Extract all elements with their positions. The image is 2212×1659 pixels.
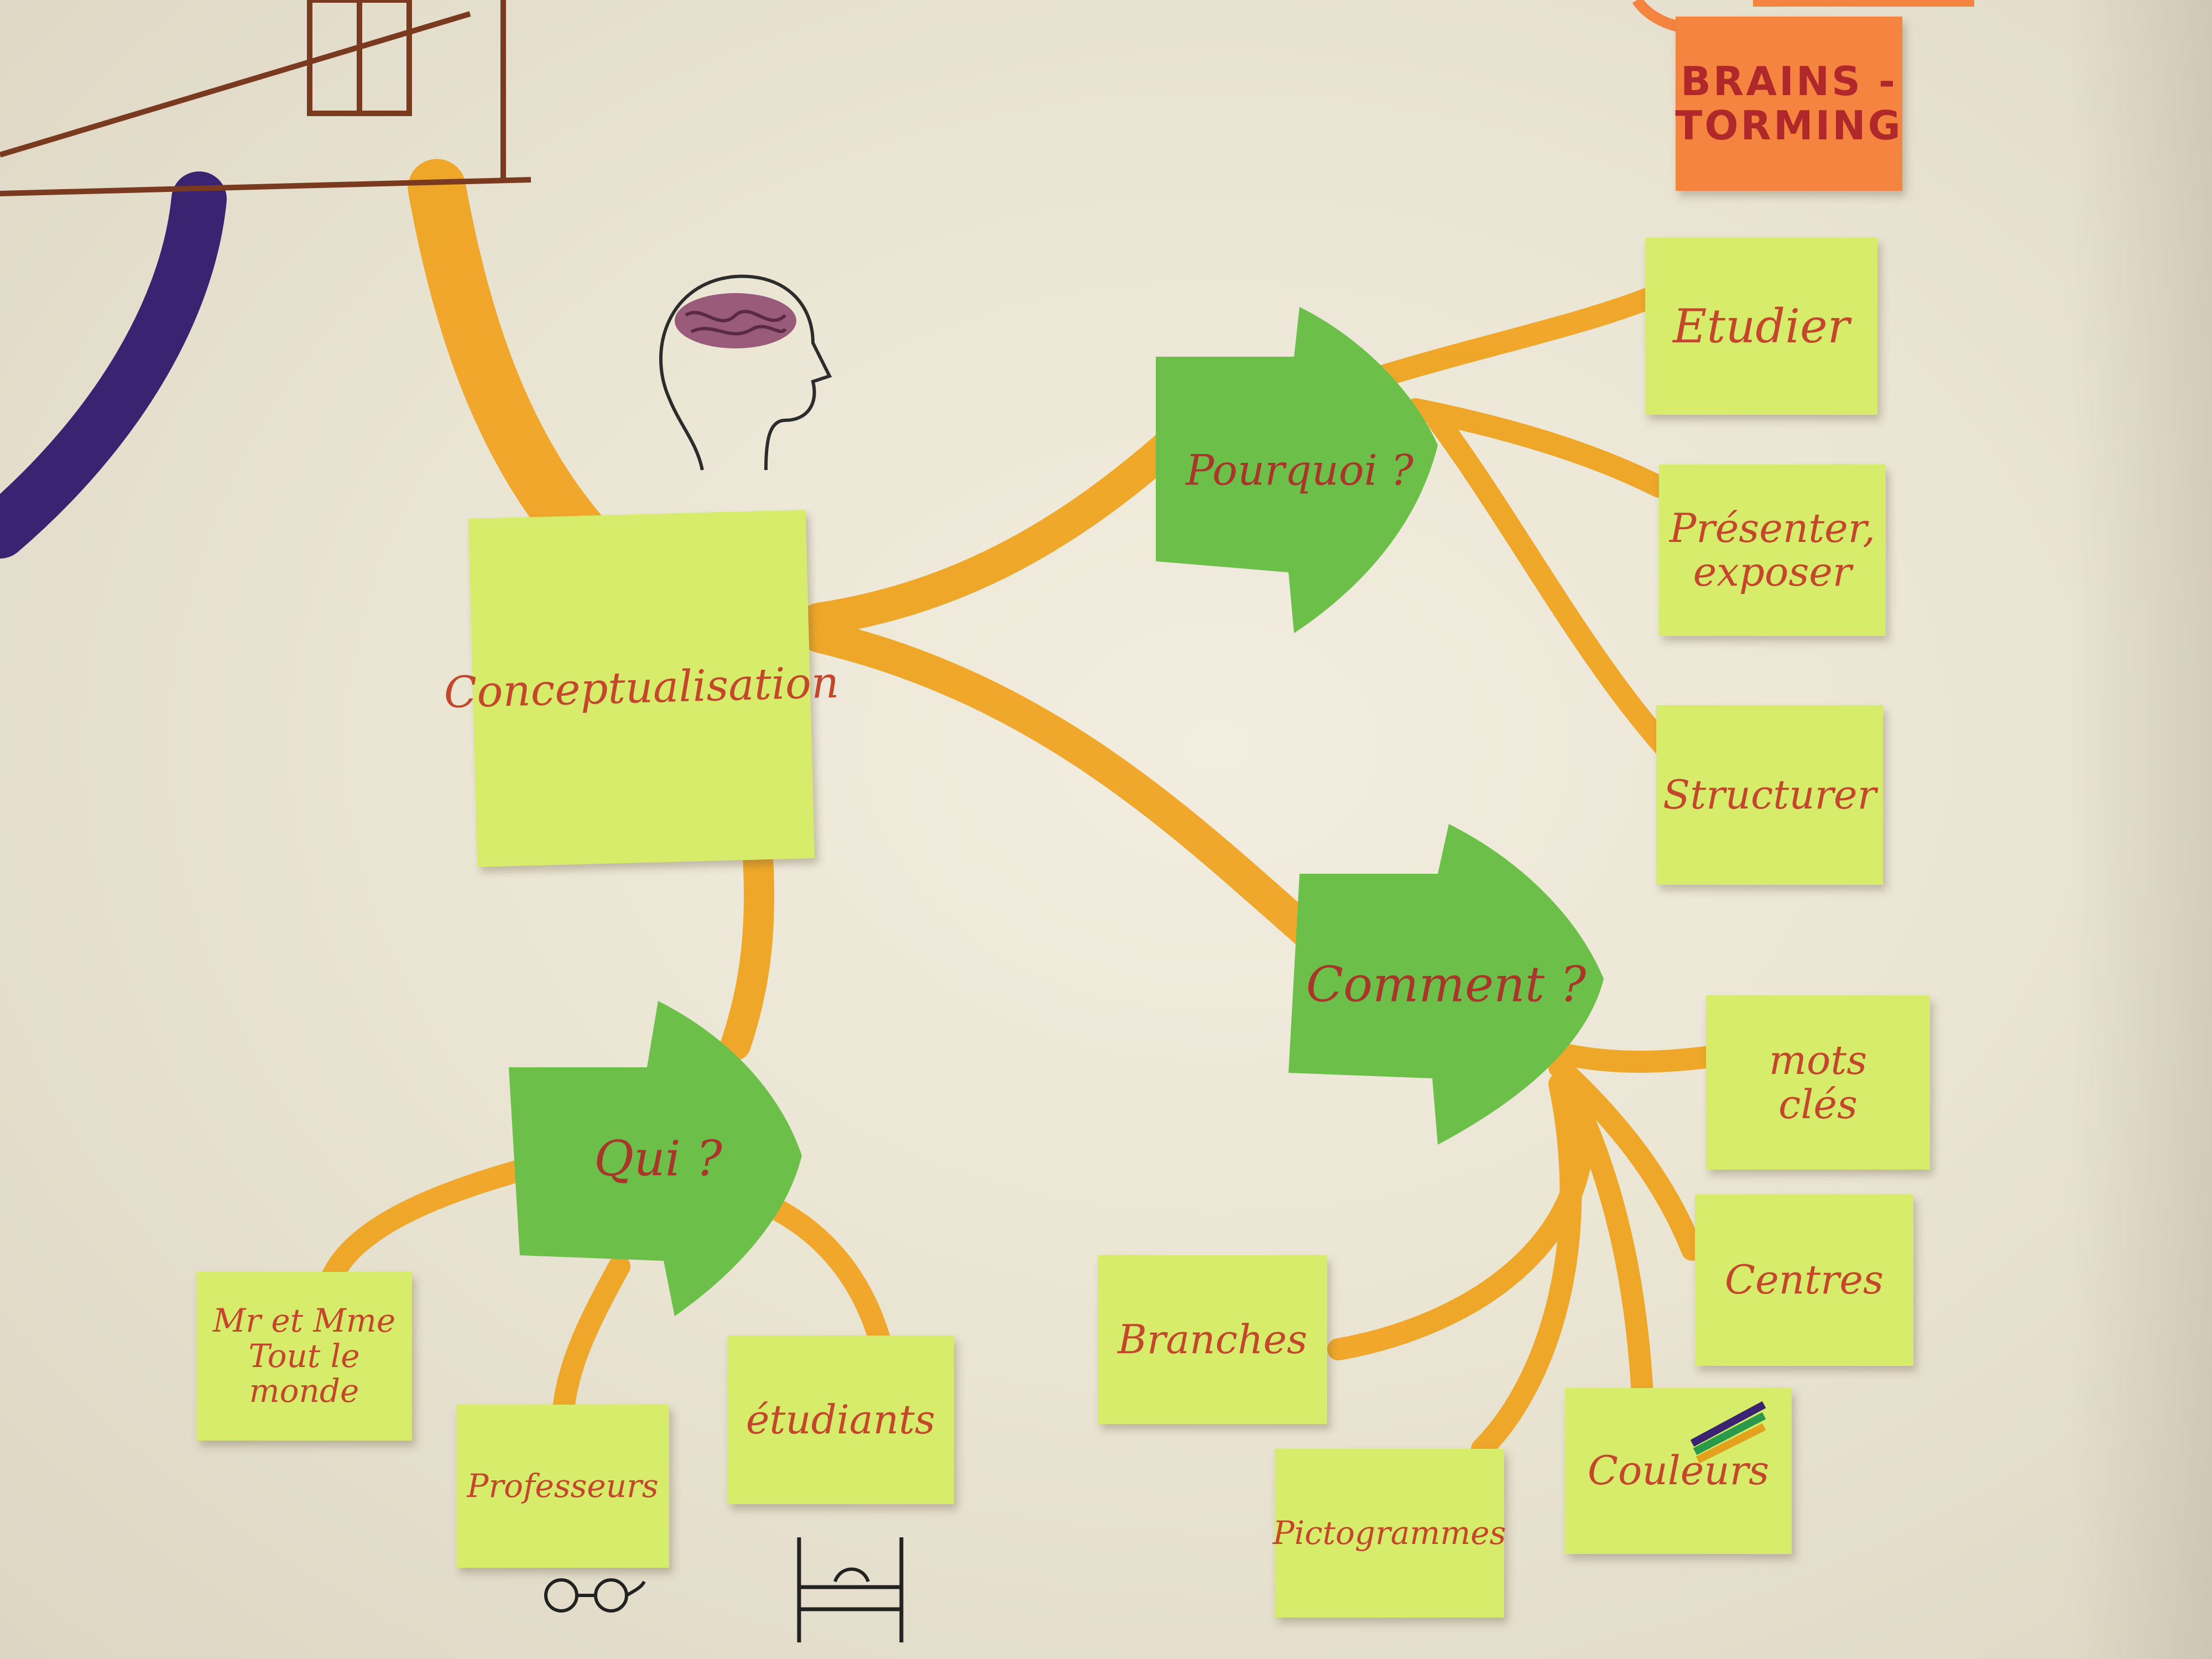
brain-head-icon	[659, 274, 832, 471]
house-sketch-icon	[0, 0, 531, 196]
central-label: Conceptualisation	[443, 658, 840, 718]
note-branches: Branches	[1098, 1255, 1327, 1424]
branch-presenter	[1405, 398, 1670, 498]
central-note: Conceptualisation	[444, 510, 839, 867]
branch-branches	[1327, 1084, 1595, 1360]
pourquoi-label: Pourquoi ?	[1186, 445, 1413, 495]
note-etudier: Etudier	[1645, 238, 1877, 415]
branch-structurer	[1427, 409, 1676, 758]
note-presenter-exposer: Présenter, exposer	[1659, 465, 1886, 636]
branch-trunk	[408, 159, 615, 571]
note-etudiants: étudiants	[727, 1335, 954, 1504]
note-structurer: Structurer	[1656, 705, 1883, 885]
branch-pictogrammes	[1471, 1073, 1582, 1460]
branch-mots-cles	[1537, 1040, 1725, 1073]
student-desk-icon	[797, 1537, 904, 1642]
branch-to-pourquoi	[802, 426, 1189, 636]
note-tout-le-monde: Mr et Mme Tout le monde	[196, 1272, 412, 1441]
note-centres: Centres	[1695, 1194, 1913, 1366]
orange-note-edge	[1753, 0, 1974, 7]
branch-professeurs	[553, 1255, 630, 1416]
brainstorming-label: BRAINS - TORMING	[1675, 58, 1903, 149]
glasses-icon	[544, 1578, 646, 1613]
branch-to-qui	[720, 836, 775, 1061]
comment-label: Comment ?	[1306, 956, 1587, 1013]
note-mots-cles: mots clés	[1706, 995, 1930, 1170]
note-couleurs: Couleurs	[1565, 1388, 1792, 1554]
note-pictogrammes: Pictogrammes	[1273, 1449, 1506, 1618]
arrow-pourquoi: Pourquoi ?	[1156, 307, 1443, 633]
branch-etudiants	[769, 1200, 890, 1349]
arrow-comment: Comment ?	[1288, 824, 1604, 1145]
branch-to-comment	[802, 619, 1333, 957]
brainstorming-note: BRAINS - TORMING	[1675, 17, 1903, 191]
note-professeurs: Professeurs	[456, 1405, 669, 1568]
qui-label: Qui ?	[593, 1130, 723, 1187]
branch-etudier	[1371, 288, 1659, 387]
color-strokes-icon	[1690, 1401, 1766, 1464]
arrow-qui: Qui ?	[509, 1001, 807, 1316]
purple-branch	[0, 171, 227, 559]
